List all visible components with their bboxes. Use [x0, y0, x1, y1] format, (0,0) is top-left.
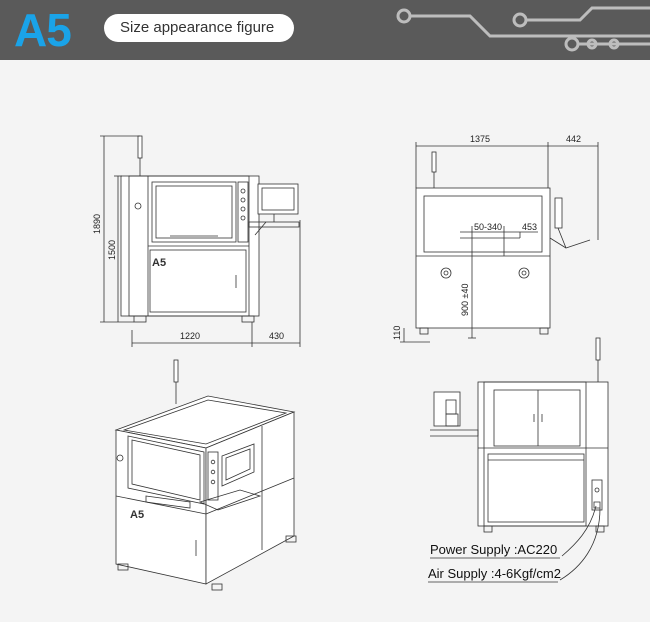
- header-bar: A5 Size appearance figure: [0, 0, 650, 60]
- depth-total-label: 1375: [470, 134, 490, 144]
- side-view-drawing: [400, 142, 599, 343]
- foot-height-label: 110: [392, 326, 402, 340]
- power-supply-label: Power Supply :AC220: [430, 542, 557, 557]
- drawing-canvas: 1890 1500 1220 430 A5 1375 442 50-340 45…: [0, 60, 650, 622]
- width-body-label: 1220: [180, 331, 200, 341]
- section-title-pill: Size appearance figure: [104, 14, 294, 42]
- conveyor-height-label: 900 ±40: [460, 284, 470, 316]
- circuit-decoration-icon: [396, 6, 650, 52]
- front-view-drawing: [100, 135, 301, 347]
- depth-monitor-label: 442: [566, 134, 581, 144]
- height-body-label: 1500: [107, 240, 117, 260]
- rail-label: 453: [522, 222, 537, 232]
- width-monitor-label: 430: [269, 331, 284, 341]
- rear-view-drawing: [428, 337, 609, 583]
- iso-logo: A5: [130, 509, 144, 521]
- front-logo: A5: [152, 257, 166, 269]
- air-supply-label: Air Supply :4-6Kgf/cm2: [428, 566, 561, 581]
- iso-view-drawing: [114, 359, 297, 591]
- height-total-label: 1890: [92, 214, 102, 234]
- section-title: Size appearance figure: [120, 19, 275, 36]
- model-name: A5: [14, 4, 72, 56]
- range-label: 50-340: [474, 222, 502, 232]
